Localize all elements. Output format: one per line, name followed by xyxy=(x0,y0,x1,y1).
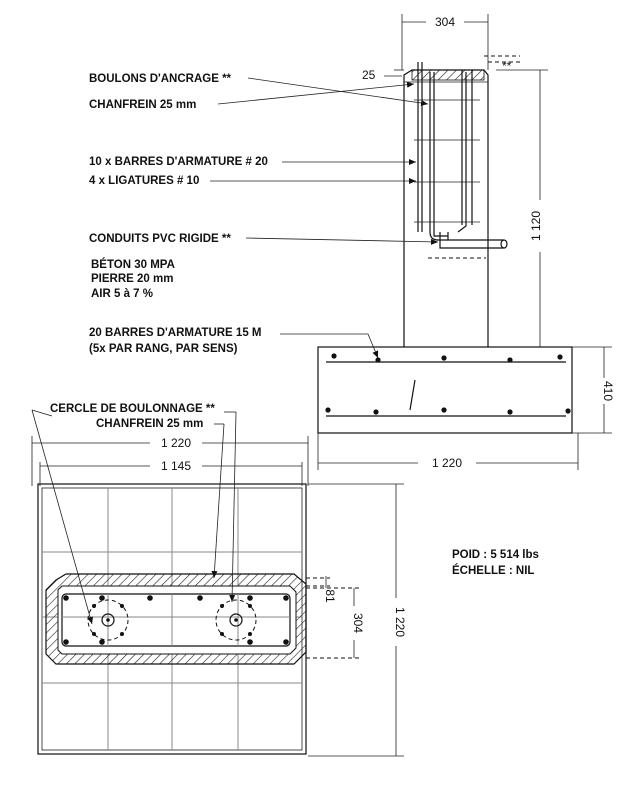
bar-dot xyxy=(441,355,447,361)
label-plan-chamfer: CHANFREIN 25 mm xyxy=(96,418,203,430)
bar-dot xyxy=(507,409,513,415)
leader-footing-bars xyxy=(280,333,379,359)
bar-dot xyxy=(375,357,381,363)
pvc-conduit xyxy=(447,232,504,241)
label-chamfer: CHANFREIN 25 mm xyxy=(89,99,196,111)
dim-footing-height: 410 xyxy=(601,381,615,401)
dim-plan-pier-depth: 304 xyxy=(351,613,365,633)
footing-hook xyxy=(409,379,416,411)
dim-footing-width: 1 220 xyxy=(432,456,462,470)
elevation-view: 304 25 ** 1 120 410 1 220 BOULONS D'ANCR… xyxy=(89,14,615,470)
bar-dot xyxy=(565,408,571,414)
conduit-left xyxy=(101,613,115,627)
label-stone: PIERRE 20 mm xyxy=(91,273,173,285)
leader-plan-chamfer xyxy=(211,423,225,579)
anchor-bolt xyxy=(433,72,448,237)
top-note: ** xyxy=(502,59,512,73)
leader-bolt-circle-left xyxy=(31,409,93,625)
note-weight: POID : 5 514 lbs xyxy=(452,549,539,561)
label-footing-bars-note: (5x PAR RANG, PAR SENS) xyxy=(89,343,238,355)
leader-bolt-circle-left xyxy=(31,409,53,417)
pier-cap-hatch xyxy=(411,69,485,81)
note-scale: ÉCHELLE : NIL xyxy=(452,564,534,577)
label-air: AIR 5 à 7 % xyxy=(91,288,153,300)
leader-anchor-bolts xyxy=(247,77,429,106)
bolt-circle-left xyxy=(87,599,129,641)
dim-plan-inner-width: 1 145 xyxy=(161,459,191,473)
dim-plan-overall-width: 1 220 xyxy=(161,436,191,450)
plan-pier-inner xyxy=(57,585,297,655)
anchor-bolt xyxy=(457,72,467,233)
label-vertical-bars: 10 x BARRES D'ARMATURE # 20 xyxy=(89,156,268,168)
bar-dot xyxy=(331,353,337,359)
anchor-bolt xyxy=(429,72,448,241)
pier-outline xyxy=(403,69,489,347)
bar-dot xyxy=(557,354,563,360)
bolt-circle-right xyxy=(215,599,257,641)
dim-pier-height: 1 120 xyxy=(529,211,543,241)
dim-top-chamfer: 25 xyxy=(362,68,376,82)
dim-pier-width: 304 xyxy=(435,15,455,29)
plan-tie xyxy=(61,593,291,647)
label-anchor-bolts: BOULONS D'ANCRAGE ** xyxy=(89,73,232,85)
footing-outline xyxy=(317,346,573,434)
pvc-conduit-end xyxy=(500,239,508,249)
dim-plan-overall-depth: 1 220 xyxy=(393,607,407,637)
label-bolt-circle: CERCLE DE BOULONNAGE ** xyxy=(50,403,215,415)
label-ties: 4 x LIGATURES # 10 xyxy=(89,175,199,187)
bar-dot xyxy=(441,407,447,413)
pvc-conduit xyxy=(439,232,504,249)
leader-conduits xyxy=(245,237,439,245)
leader-chamfer xyxy=(217,81,415,105)
leader-bolt-circle-right xyxy=(229,411,237,603)
label-footing-bars: 20 BARRES D'ARMATURE 15 M xyxy=(89,327,262,339)
bar-dot xyxy=(325,407,331,413)
dim-plan-edge-offset: 81 xyxy=(323,589,337,603)
plan-view: CERCLE DE BOULONNAGE ** CHANFREIN 25 mm … xyxy=(31,403,407,757)
bar-dot xyxy=(507,357,513,363)
label-conduits: CONDUITS PVC RIGIDE ** xyxy=(89,233,231,245)
bar-dot xyxy=(373,409,379,415)
label-concrete: BÉTON 30 MPA xyxy=(91,258,175,271)
conduit-right xyxy=(229,613,243,627)
